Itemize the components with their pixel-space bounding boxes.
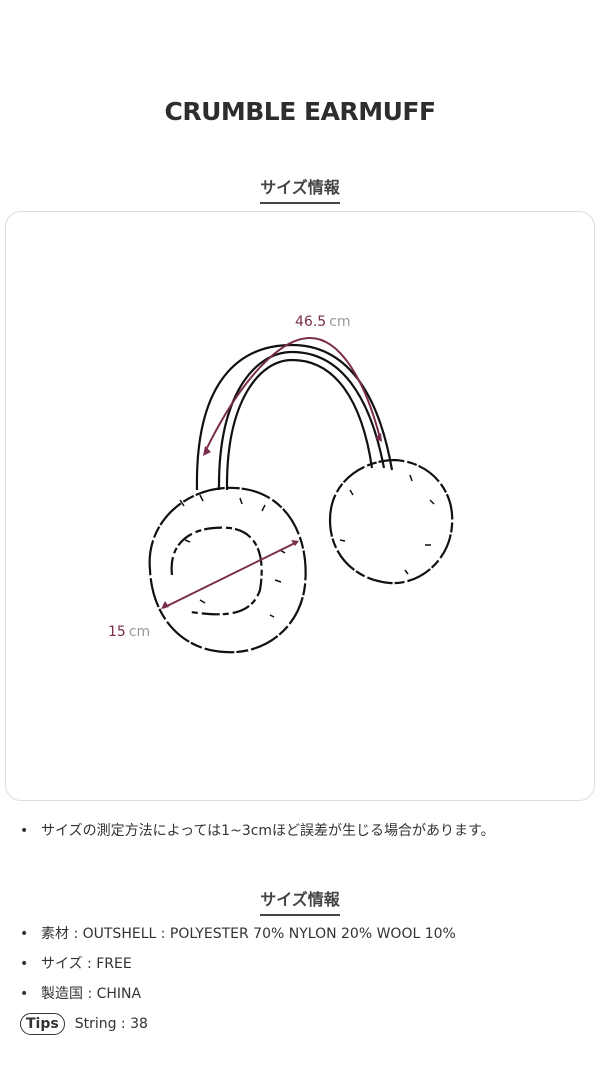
- arrowhead-icon: [291, 540, 299, 546]
- product-title: CRUMBLE EARMUFF: [164, 97, 436, 126]
- tips-badge: Tips: [20, 1013, 65, 1035]
- tips-row: Tips String : 38: [20, 1013, 148, 1035]
- info-item-size: サイズ : FREE: [20, 953, 132, 973]
- size-section-heading: サイズ情報: [0, 174, 600, 204]
- info-item-origin: 製造国 : CHINA: [20, 983, 141, 1003]
- size-diagram-box: [5, 211, 595, 801]
- arrowhead-icon: [375, 433, 382, 442]
- tips-text: String : 38: [74, 1016, 148, 1032]
- measurement-note: サイズの測定方法によっては1~3cmほど誤差が生じる場合があります。: [20, 820, 495, 840]
- info-section-heading: サイズ情報: [0, 886, 600, 916]
- arrowhead-icon: [161, 601, 169, 609]
- info-item-material: 素材 : OUTSHELL : POLYESTER 70% NYLON 20% …: [20, 923, 456, 943]
- arrowhead-icon: [203, 446, 211, 456]
